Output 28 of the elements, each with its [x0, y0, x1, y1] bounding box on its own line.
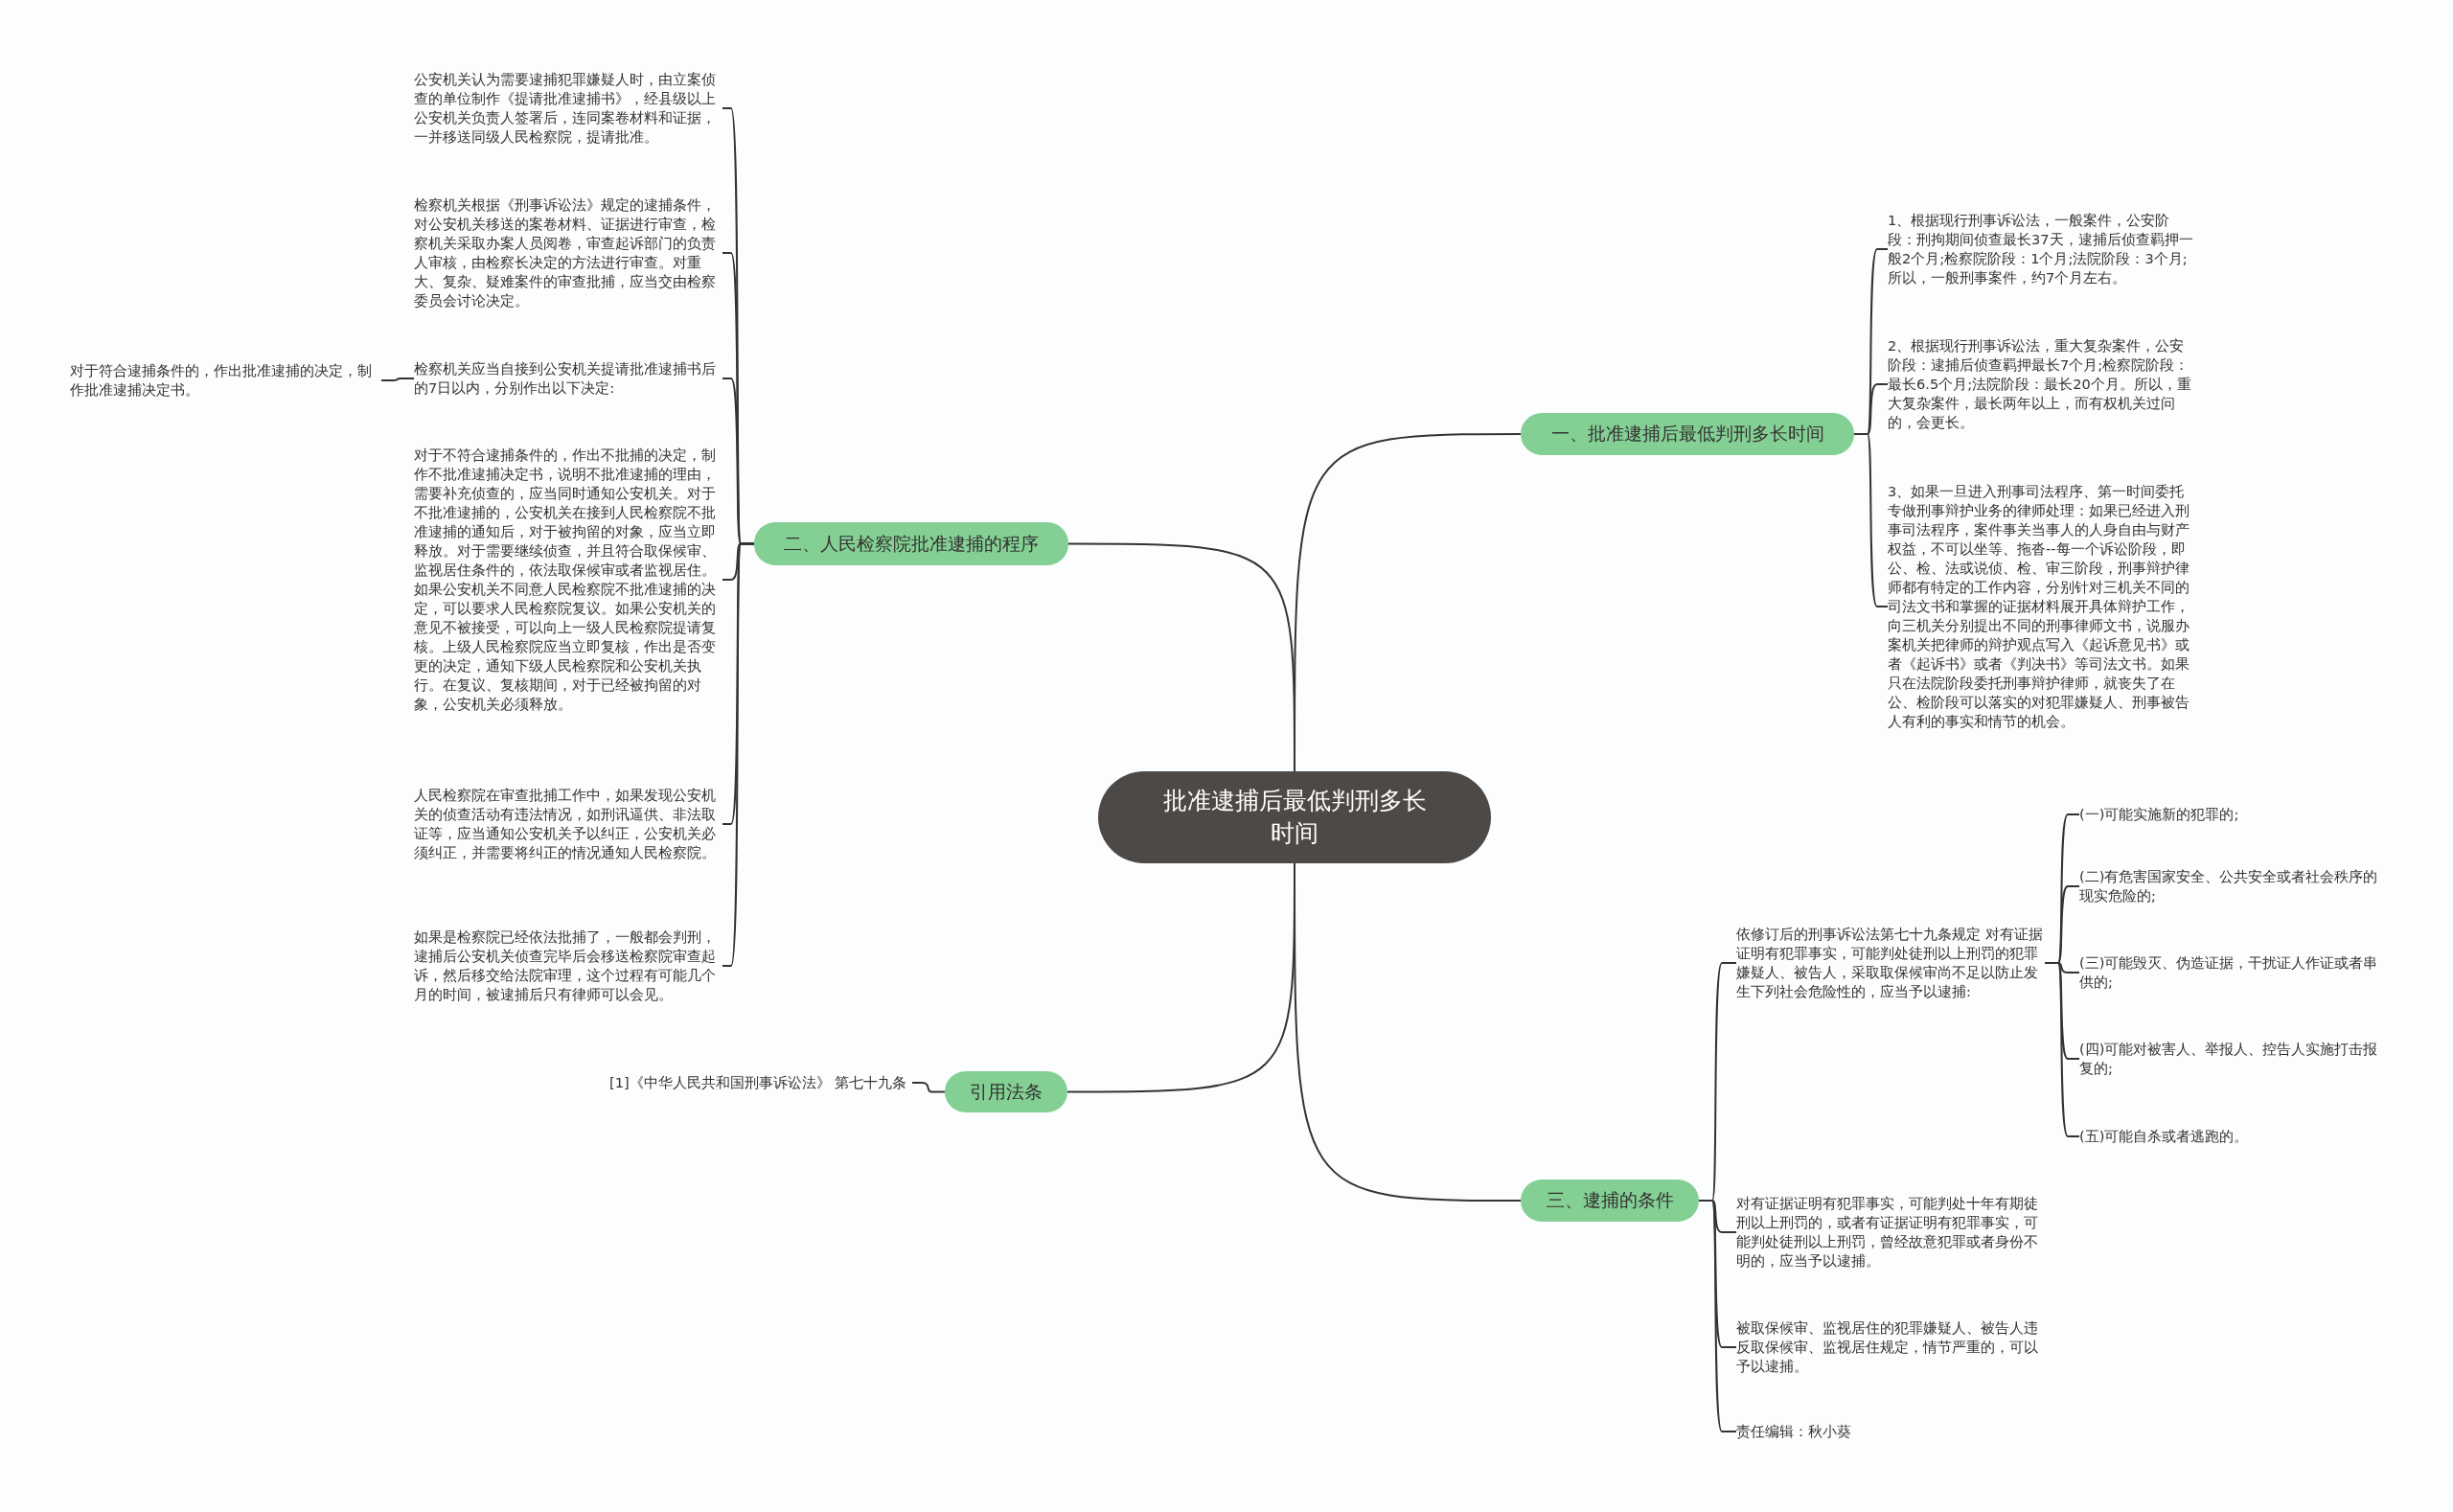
connector-line: [911, 1082, 946, 1093]
note-text: (五)可能自杀或者逃跑的。: [2079, 1127, 2386, 1146]
note-text: 如果是检察院已经依法批捕了，一般都会判刑，逮捕后公安机关侦查完毕后会移送检察院审查起诉，然后移交给法院审理，这个过程有可能几个月的时间，被逮捕后只有律师可以会见。: [414, 928, 722, 1004]
connector-line: [380, 378, 415, 381]
note-text: (三)可能毁灭、伪造证据，干扰证人作证或者串供的;: [2079, 953, 2386, 992]
note-text: 3、如果一旦进入刑事司法程序、第一时间委托专做刑事辩护业务的律师处理：如果已经进入刑事司法程序，案件事关当事人的人身自由与财产权益，不可以坐等、拖沓--每一个诉讼阶段，即公、检、法或说侦、检、审三阶段，刑事辩护律师都有特定的工作内容，分别针对三机关不同的司法文书和掌握的证据材料展开具体辩护工作，向三机关分别提出不同的刑事律师文书，说服办案机关把律师的辩护观点写入《起诉意见书》或者《起诉书》或者《判决书》等司法文书。如果只在法院阶段委托刑事辩护律师，就丧失了在公、检阶段可以落实的对犯罪嫌疑人、刑事被告人有利的事实和情节的机会。: [1888, 482, 2196, 731]
note-text: 检察机关应当自接到公安机关提请批准逮捕书后的7日以内，分别作出以下决定:: [414, 359, 722, 398]
note-text: 对有证据证明有犯罪事实，可能判处十年有期徒刑以上刑罚的，或者有证据证明有犯罪事实，可能判处徒刑以上刑罚，曾经故意犯罪或者身份不明的，应当予以逮捕。: [1736, 1194, 2045, 1271]
note-text: 对于不符合逮捕条件的，作出不批捕的决定，制作不批准逮捕决定书，说明不批准逮捕的理由，需要补充侦查的，应当同时通知公安机关。对于不批准逮捕的，公安机关在接到人民检察院不批准逮捕的通知后，对于被拘留的对象，应当立即释放。对于需要继续侦查，并且符合取保候审、监视居住条件的，依法取保候审或者监视居住。如果公安机关不同意人民检察院不批准逮捕的决定，可以要求人民检察院复议。如果公安机关的意见不被接受，可以向上一级人民检察院提请复核。上级人民检察院应当立即复核，作出是否变更的决定，通知下级人民检察院和公安机关执行。在复议、复核期间，对于已经被拘留的对象，公安机关必须释放。: [414, 446, 722, 714]
topic-pill: 一、批准逮捕后最低判刑多长时间: [1521, 413, 1854, 455]
topic-pill: 引用法条: [945, 1071, 1067, 1112]
connector-line: [1853, 433, 1889, 607]
note-text: (二)有危害国家安全、公共安全或者社会秩序的现实危险的;: [2079, 867, 2386, 905]
note-text: 责任编辑：秋小葵: [1736, 1422, 2045, 1441]
note-text: 检察机关根据《刑事诉讼法》规定的逮捕条件，对公安机关移送的案卷材料、证据进行审查，检察机关采取办案人员阅卷，审查起诉部门的负责人审核，由检察长决定的方法进行审查。对重大、复杂、疑难案件的审查批捕，应当交由检察委员会讨论决定。: [414, 195, 722, 310]
note-text: (四)可能对被害人、举报人、控告人实施打击报复的;: [2079, 1040, 2386, 1078]
note-text: 对于符合逮捕条件的，作出批准逮捕的决定，制作批准逮捕决定书。: [70, 361, 381, 400]
topic-pill: 三、逮捕的条件: [1521, 1180, 1699, 1222]
note-text: (一)可能实施新的犯罪的;: [2079, 805, 2386, 824]
note-text: 被取保候审、监视居住的犯罪嫌疑人、被告人违反取保候审、监视居住规定，情节严重的，可以予以逮捕。: [1736, 1318, 2045, 1376]
note-text: [1]《中华人民共和国刑事诉讼法》 第七十九条: [609, 1073, 912, 1092]
note-text: 人民检察院在审查批捕工作中，如果发现公安机关的侦查活动有违法情况，如刑讯逼供、非法取证等，应当通知公安机关予以纠正，公安机关必须纠正，并需要将纠正的情况通知人民检察院。: [414, 786, 722, 862]
note-text: 依修订后的刑事诉讼法第七十九条规定 对有证据证明有犯罪事实，可能判处徒刑以上刑罚的犯罪嫌疑人、被告人，采取取保候审尚不足以防止发生下列社会危险性的，应当予以逮捕:: [1736, 925, 2045, 1001]
note-text: 2、根据现行刑事诉讼法，重大复杂案件，公安阶段：逮捕后侦查羁押最长7个月;检察院阶段：最长6.5个月;法院阶段：最长20个月。所以，重大复杂案件，最长两年以上，而有权机关过问的，会更长。: [1888, 336, 2194, 432]
note-text: 1、根据现行刑事诉讼法，一般案件，公安阶段：刑拘期间侦查最长37天，逮捕后侦查羁押一般2个月;检察院阶段：1个月;法院阶段：3个月;所以，一般刑事案件，约7个月左右。: [1888, 211, 2194, 287]
topic-pill: 二、人民检察院批准逮捕的程序: [754, 522, 1068, 565]
central-topic: 批准逮捕后最低判刑多长时间: [1098, 771, 1491, 863]
note-text: 公安机关认为需要逮捕犯罪嫌疑人时，由立案侦查的单位制作《提请批准逮捕书》，经县级以上公安机关负责人签署后，连同案卷材料和证据，一并移送同级人民检察院，提请批准。: [414, 70, 722, 147]
